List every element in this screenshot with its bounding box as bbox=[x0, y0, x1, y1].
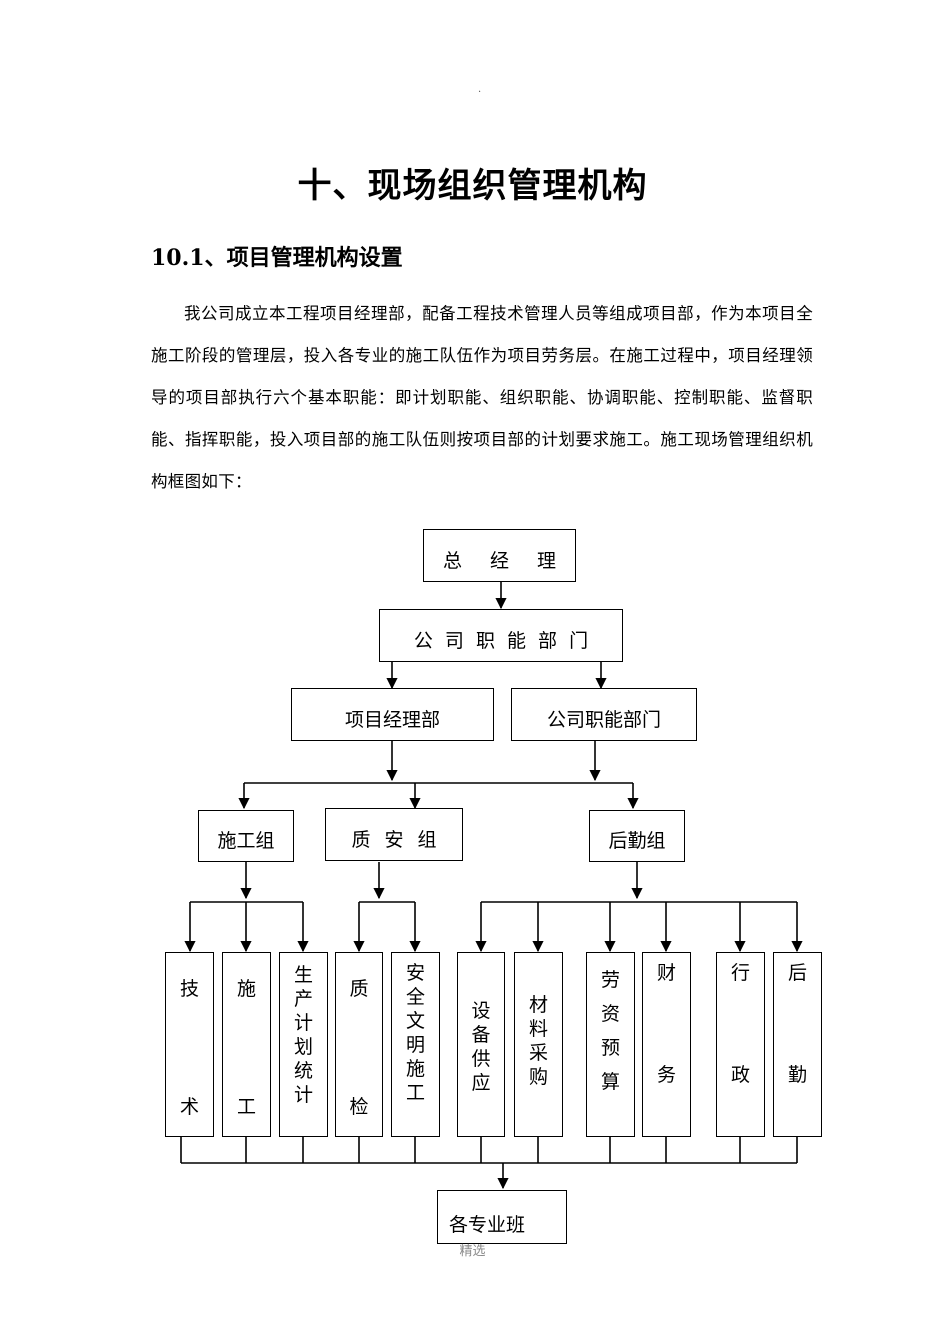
unit-construction-bottom: 工 bbox=[236, 1096, 256, 1118]
unit-material-procurement: 材料采购 bbox=[514, 952, 563, 1137]
project-dept-label: 项目经理部 bbox=[344, 709, 440, 731]
unit-safety-civilized-label: 安全文明施工 bbox=[405, 962, 425, 1104]
unit-safety-civilized: 安全文明施工 bbox=[391, 952, 440, 1137]
company-dept-top-box: 公 司 职 能 部 门 bbox=[379, 609, 623, 662]
unit-logistics-bottom: 勤 bbox=[787, 1064, 807, 1086]
professional-teams-label: 各专业班 bbox=[449, 1214, 526, 1236]
unit-labor-budget-label: 劳资预算 bbox=[600, 969, 620, 1093]
unit-production-planning: 生产计划统计 bbox=[279, 952, 328, 1137]
unit-administration: 行 政 bbox=[716, 952, 765, 1137]
unit-quality-inspection-top: 质 bbox=[349, 978, 369, 1000]
professional-teams-box: 各专业班 bbox=[437, 1190, 567, 1244]
watermark-text: 精选 bbox=[459, 1244, 486, 1259]
logistics-group-box: 后勤组 bbox=[589, 810, 685, 862]
quality-safety-group-label: 质 安 组 bbox=[351, 829, 437, 851]
unit-construction: 施 工 bbox=[222, 952, 271, 1137]
company-dept-label: 公司职能部门 bbox=[546, 709, 661, 731]
unit-material-procurement-label: 材料采购 bbox=[528, 994, 548, 1088]
unit-finance-bottom: 务 bbox=[656, 1064, 676, 1086]
project-dept-box: 项目经理部 bbox=[291, 688, 494, 741]
logistics-group-label: 后勤组 bbox=[608, 830, 666, 852]
general-manager-label: 总 经 理 bbox=[442, 550, 557, 572]
unit-labor-budget: 劳资预算 bbox=[586, 952, 635, 1137]
general-manager-box: 总 经 理 bbox=[423, 529, 576, 582]
unit-quality-inspection-bottom: 检 bbox=[349, 1096, 369, 1118]
quality-safety-group-box: 质 安 组 bbox=[325, 808, 463, 861]
unit-administration-bottom: 政 bbox=[730, 1064, 750, 1086]
unit-finance-top: 财 bbox=[656, 962, 676, 984]
company-dept-box: 公司职能部门 bbox=[511, 688, 697, 741]
construction-group-box: 施工组 bbox=[198, 810, 294, 862]
unit-technology-bottom: 术 bbox=[179, 1096, 199, 1118]
unit-finance: 财 务 bbox=[642, 952, 691, 1137]
unit-logistics: 后 勤 bbox=[773, 952, 822, 1137]
unit-logistics-top: 后 bbox=[787, 962, 807, 984]
unit-production-planning-label: 生产计划统计 bbox=[293, 964, 313, 1106]
unit-technology: 技 术 bbox=[165, 952, 214, 1137]
unit-quality-inspection: 质 检 bbox=[335, 952, 383, 1137]
construction-group-label: 施工组 bbox=[217, 830, 275, 852]
body-paragraph: 我公司成立本工程项目经理部，配备工程技术管理人员等组成项目部，作为本项目全施工阶… bbox=[151, 304, 813, 491]
page-title: 十、现场组织管理机构 bbox=[297, 166, 648, 206]
header-dot: . bbox=[478, 84, 482, 95]
unit-administration-top: 行 bbox=[730, 962, 750, 984]
unit-equipment-supply: 设备供应 bbox=[457, 952, 505, 1137]
unit-equipment-supply-label: 设备供应 bbox=[471, 1000, 491, 1094]
unit-construction-top: 施 bbox=[236, 978, 256, 1000]
section-heading: 10.1、项目管理机构设置 bbox=[151, 245, 403, 271]
unit-technology-top: 技 bbox=[179, 978, 199, 1000]
company-dept-top-label: 公 司 职 能 部 门 bbox=[413, 630, 589, 652]
